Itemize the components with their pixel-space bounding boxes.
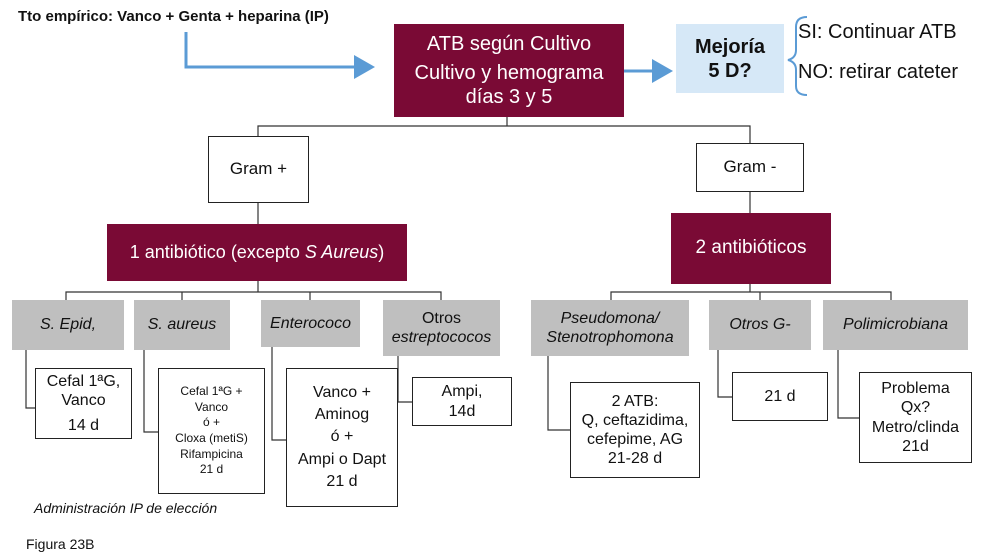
treatment-line: Vanco <box>61 391 106 409</box>
treatment-enterococo: Vanco + Aminog ó + Ampi o Dapt 21 d <box>286 368 398 507</box>
category-otros-g: Otros G- <box>709 300 811 350</box>
category-pseudomona: Pseudomona/ Stenotrophomona <box>531 300 689 356</box>
culture-line-3: días 3 y 5 <box>465 86 553 108</box>
gram-pos-box: Gram + <box>208 136 309 203</box>
category-name: Polimicrobiana <box>843 316 948 334</box>
gram-pos-groups-bar <box>65 291 442 300</box>
category-name-line-2: estreptococos <box>391 329 492 346</box>
gram-pos-rule-prefix: 1 antibiótico (excepto <box>129 241 305 262</box>
gram-pos-rule-text: 1 antibiótico (excepto S Aureus) <box>130 242 384 264</box>
gram-neg-box: Gram - <box>696 143 804 192</box>
category-name: S. aureus <box>147 316 217 334</box>
improvement-line-1: Mejoría <box>694 35 766 58</box>
treatment-line: Cloxa (metiS) <box>175 431 248 445</box>
treatment-line: 14 d <box>67 417 100 435</box>
culture-box: ATB según Cultivo Cultivo y hemograma dí… <box>394 24 624 117</box>
treatment-line: Aminog <box>314 405 370 423</box>
estreptococos-treatment-connector <box>397 356 412 403</box>
improvement-no: NO: retirar cateter <box>798 61 959 83</box>
empirical-to-culture-arrow <box>184 32 375 79</box>
gram-pos-rule-box: 1 antibiótico (excepto S Aureus) <box>107 224 407 281</box>
category-s-aureus: S. aureus <box>134 300 230 350</box>
treatment-line: Ampi, <box>441 383 483 401</box>
treatment-line: ó + <box>330 428 354 446</box>
culture-line-2: Cultivo y hemograma <box>414 62 604 84</box>
figure-label: Figura 23B <box>26 536 95 552</box>
gram-neg-rule-box: 2 antibióticos <box>671 213 831 284</box>
category-name-line-1: Pseudomona/ <box>560 309 660 327</box>
treatment-line: Metro/clinda <box>871 418 960 436</box>
epid-treatment-connector <box>25 350 35 409</box>
treatment-line: cefepime, AG <box>586 431 684 448</box>
treatment-line: Vanco + <box>313 383 371 401</box>
category-name: S. Epid, <box>39 316 97 334</box>
pseudomona-treatment-connector <box>547 356 570 431</box>
treatment-line: 21 d <box>199 462 224 477</box>
improvement-line-2: 5 D? <box>708 59 752 82</box>
treatment-line: 14d <box>448 402 476 420</box>
treatment-line: Problema <box>881 380 950 398</box>
treatment-line: 21 d <box>326 473 358 491</box>
aureus-treatment-connector <box>143 350 158 433</box>
treatment-line: ó + <box>202 415 220 430</box>
category-otros-estreptococos: Otros estreptococos <box>383 300 500 356</box>
treatment-otros-estreptococos: Ampi, 14d <box>412 377 512 426</box>
gram-pos-label: Gram + <box>229 159 288 179</box>
footnote: Administración IP de elección <box>34 500 218 516</box>
treatment-pseudomona: 2 ATB: Q, ceftazidima, cefepime, AG 21-2… <box>570 382 700 478</box>
treatment-line: 21 d <box>764 387 796 405</box>
top-branch-line <box>257 125 751 143</box>
gram-pos-rule-species: S Aureus <box>304 241 379 262</box>
category-name-line-1: Otros <box>421 309 462 327</box>
category-name-line-2: Stenotrophomona <box>546 329 674 346</box>
gram-neg-rule-text: 2 antibióticos <box>695 237 807 259</box>
treatment-line: Vanco <box>194 399 229 414</box>
gram-neg-groups-bar <box>610 291 892 300</box>
enterococo-treatment-connector <box>271 347 286 441</box>
gram-neg-label: Gram - <box>723 157 777 177</box>
improvement-question-box: Mejoría 5 D? <box>676 24 784 93</box>
improvement-yes: SI: Continuar ATB <box>798 21 957 43</box>
category-s-epid: S. Epid, <box>12 300 124 350</box>
treatment-line: Cefal 1ªG + <box>180 384 243 399</box>
treatment-line: 21-28 d <box>607 450 663 468</box>
treatment-s-aureus: Cefal 1ªG + Vanco ó + Cloxa (metiS) Rifa… <box>158 368 265 494</box>
treatment-line: Cefal 1ªG, <box>46 372 121 390</box>
treatment-line: Rifampicina <box>180 446 243 461</box>
polimicrobiana-treatment-connector <box>837 350 859 419</box>
treatment-otros-g: 21 d <box>732 372 828 421</box>
empirical-treatment: Tto empírico: Vanco + Genta + heparina (… <box>18 8 329 25</box>
treatment-line: Q, ceftazidima, <box>581 411 689 429</box>
category-polimicrobiana: Polimicrobiana <box>823 300 968 350</box>
treatment-line: Ampi o Dapt <box>297 450 387 468</box>
treatment-line: 21d <box>902 437 929 455</box>
yes-no-brace <box>787 16 808 96</box>
otros-g-treatment-connector <box>717 350 732 398</box>
category-enterococo: Enterococo <box>261 300 360 347</box>
gram-pos-rule-suffix: ) <box>378 241 385 262</box>
treatment-s-epid: Cefal 1ªG, Vanco 14 d <box>35 368 132 439</box>
treatment-polimicrobiana: Problema Qx? Metro/clinda 21d <box>859 372 972 463</box>
category-name: Otros G- <box>729 316 791 334</box>
treatment-line: Qx? <box>900 399 931 417</box>
category-name: Enterococo <box>270 314 351 332</box>
culture-line-1: ATB según Cultivo <box>426 33 592 55</box>
treatment-line: 2 ATB: <box>611 392 659 410</box>
